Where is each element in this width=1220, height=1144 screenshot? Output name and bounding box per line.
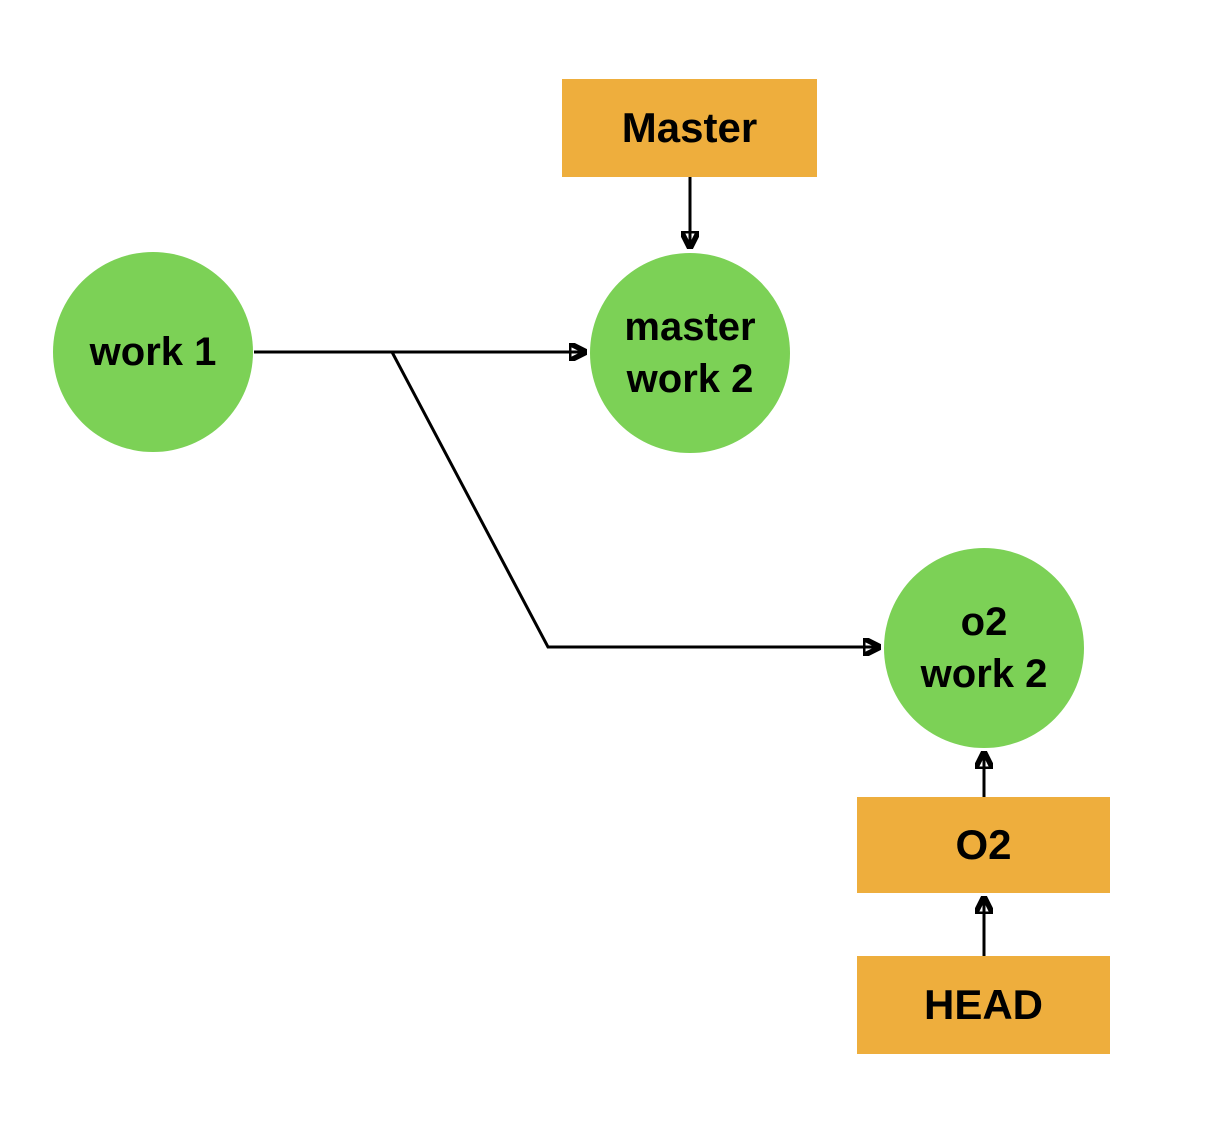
commit-node-master-work2-line2: work 2 <box>626 357 754 401</box>
commit-node-o2-work2: o2 work 2 <box>884 548 1084 748</box>
commit-node-master-work2-line1: master <box>624 305 756 349</box>
branch-label-o2: O2 <box>857 797 1110 893</box>
commit-node-o2-work2-line2: work 2 <box>920 652 1048 696</box>
commit-node-master-work2: master work 2 <box>590 253 790 453</box>
commit-node-o2-work2-line1: o2 <box>960 600 1008 644</box>
arrow-work1-to-o2work2 <box>390 351 879 647</box>
branch-label-master: Master <box>562 79 817 177</box>
branch-label-master-text: Master <box>621 104 758 151</box>
head-label: HEAD <box>857 956 1110 1054</box>
commit-node-work1-text: work 1 <box>89 330 217 374</box>
commit-node-work1: work 1 <box>53 252 253 452</box>
head-label-text: HEAD <box>923 981 1043 1028</box>
branch-label-o2-text: O2 <box>955 821 1012 868</box>
